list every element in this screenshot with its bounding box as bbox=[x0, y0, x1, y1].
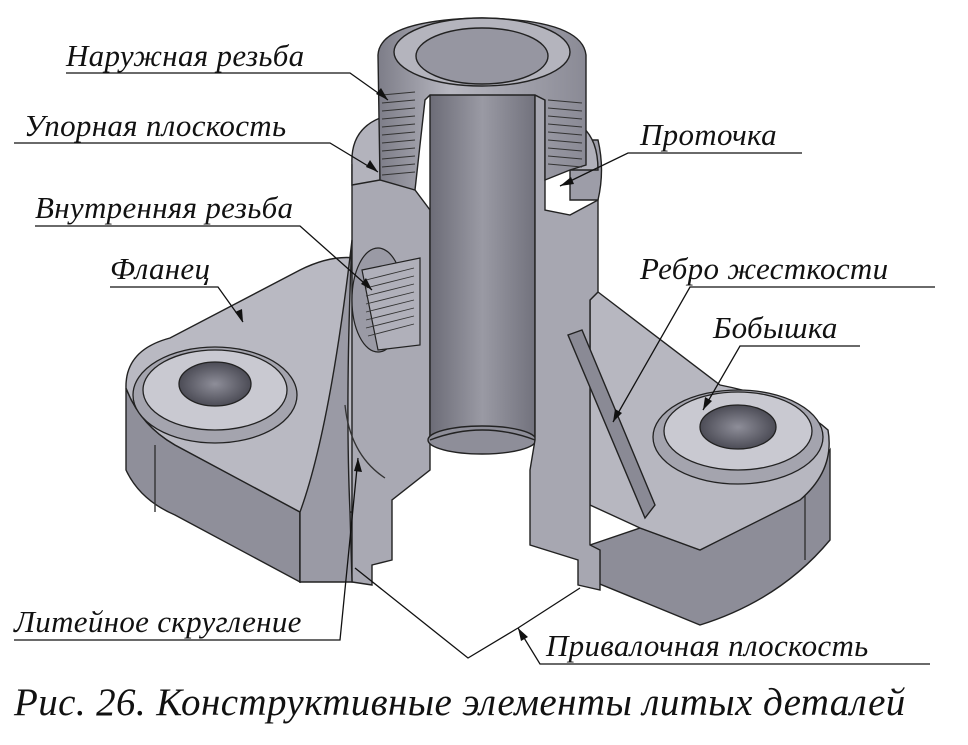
label-outer-thread: Наружная резьба bbox=[66, 38, 305, 73]
figure-caption: Рис. 26. Конструктивные элементы литых д… bbox=[14, 681, 906, 724]
casting-fillet bbox=[344, 404, 386, 479]
main-body bbox=[299, 17, 656, 591]
label-flange: Фланец bbox=[110, 251, 211, 286]
left-boss bbox=[132, 346, 298, 444]
label-boss: Бобышка bbox=[713, 310, 838, 345]
right-boss bbox=[652, 389, 824, 485]
arrow-heads bbox=[235, 88, 712, 641]
outer-thread-hatch bbox=[381, 91, 583, 176]
label-stop-plane: Упорная плоскость bbox=[24, 108, 287, 143]
label-mating-plane: Привалочная плоскость bbox=[546, 628, 869, 663]
label-inner-thread: Внутренняя резьба bbox=[35, 190, 294, 225]
leader-lines bbox=[14, 72, 935, 665]
label-groove: Проточка bbox=[640, 117, 777, 152]
inner-thread bbox=[351, 247, 421, 353]
label-fillet: Литейное скругление bbox=[14, 604, 302, 639]
label-rib: Ребро жесткости bbox=[640, 251, 889, 286]
